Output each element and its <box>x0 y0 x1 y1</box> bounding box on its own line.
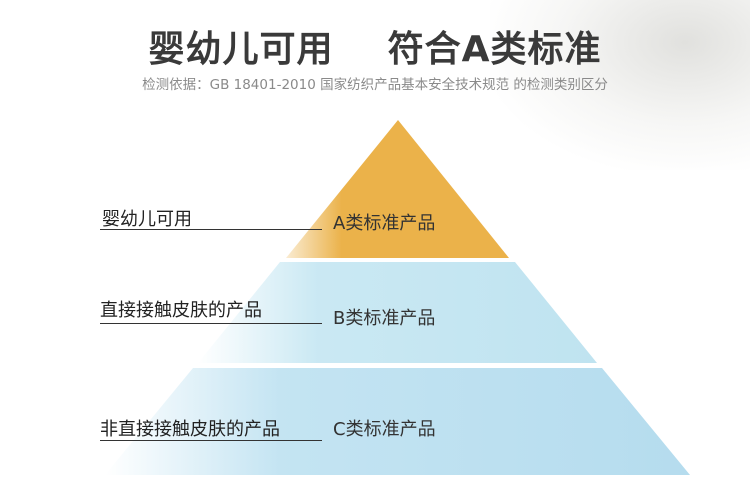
tier-a-underline <box>100 229 322 230</box>
title-left: 婴幼儿可用 <box>148 29 334 70</box>
tier-c-scope: 非直接接触皮肤的产品 <box>100 419 280 440</box>
title-right: 符合A类标准 <box>387 29 602 70</box>
tier-b-shape <box>198 262 597 363</box>
tier-c-underline <box>100 440 322 441</box>
tier-a-shape <box>286 120 509 258</box>
page-subtitle: 检测依据：GB 18401-2010 国家纺织产品基本安全技术规范 的检测类别区… <box>142 77 608 93</box>
tier-b-label: B类标准产品 <box>333 308 436 329</box>
page-title: 婴幼儿可用 符合A类标准 <box>0 20 750 72</box>
tier-c-label: C类标准产品 <box>333 419 436 440</box>
tier-b-underline <box>100 323 322 324</box>
tier-b-scope: 直接接触皮肤的产品 <box>100 300 262 321</box>
tier-a-scope: 婴幼儿可用 <box>102 209 192 230</box>
tier-a-label: A类标准产品 <box>333 213 436 234</box>
background-decoration <box>490 0 750 170</box>
tier-c-shape <box>105 368 690 475</box>
